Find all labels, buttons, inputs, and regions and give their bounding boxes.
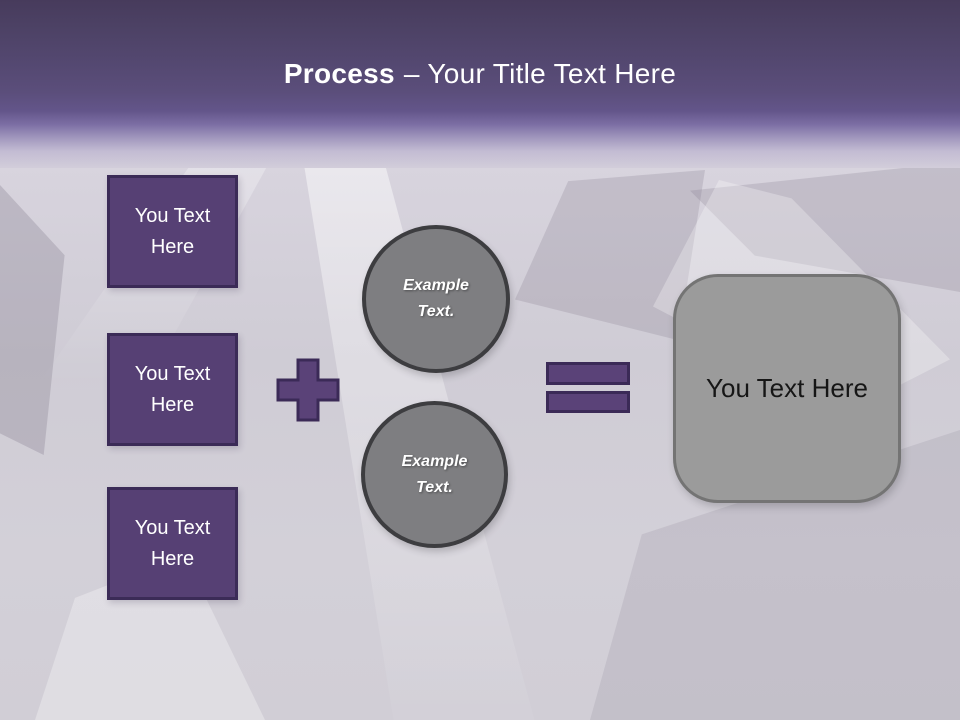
equals-bottom-bar — [546, 391, 630, 413]
header-band — [0, 0, 960, 168]
equals-top-bar — [546, 362, 630, 385]
result-placeholder-label: You Text Here — [706, 373, 868, 403]
slide-title-emphasis: Process — [283, 58, 395, 89]
slide-title[interactable]: Process – Your Title Text Here — [0, 56, 960, 92]
text-placeholder-label: You Text Here — [134, 362, 211, 416]
example-circle-2[interactable]: Example Text. — [361, 401, 508, 548]
text-placeholder-box-2[interactable]: You Text Here — [107, 333, 238, 446]
text-placeholder-label: You Text Here — [134, 516, 211, 570]
plus-icon — [274, 356, 342, 424]
result-placeholder-box[interactable]: You Text Here — [673, 274, 901, 503]
example-circle-label: Example Text. — [401, 452, 468, 496]
text-placeholder-box-3[interactable]: You Text Here — [107, 487, 238, 600]
slide-title-rest: – Your Title Text Here — [403, 58, 677, 89]
example-circle-1[interactable]: Example Text. — [362, 225, 510, 373]
example-circle-label: Example Text. — [403, 277, 469, 320]
equals-icon — [546, 362, 630, 413]
text-placeholder-box-1[interactable]: You Text Here — [107, 175, 238, 288]
text-placeholder-label: You Text Here — [134, 204, 211, 258]
